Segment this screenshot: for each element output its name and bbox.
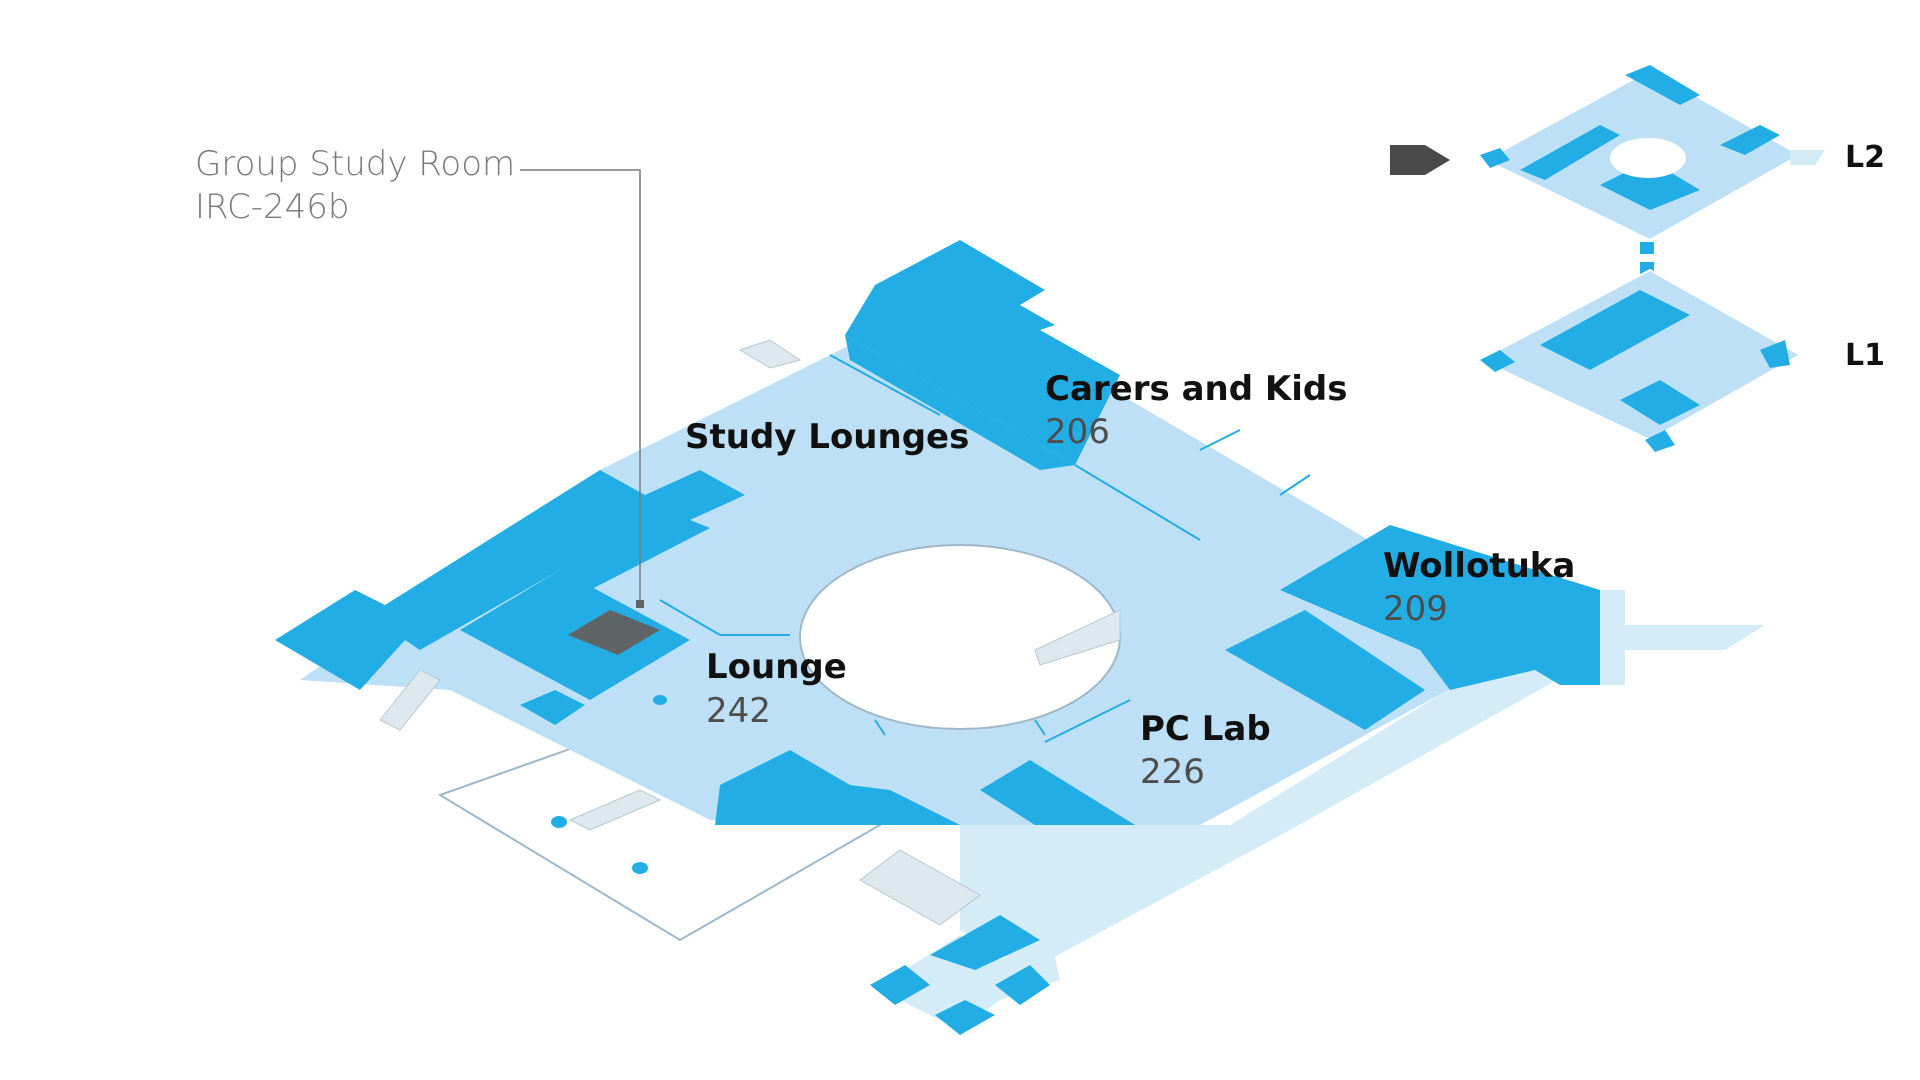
label-pc-lab: PC Lab [1140, 709, 1271, 749]
room-group-study-246b[interactable] [568, 610, 660, 655]
number-carers-and-kids: 206 [1045, 412, 1110, 452]
level-connector [1640, 242, 1654, 274]
number-lounge: 242 [706, 691, 771, 731]
number-pc-lab: 226 [1140, 752, 1205, 792]
label-carers-and-kids: Carers and Kids [1045, 369, 1347, 409]
level-selector: L2 L1 [1390, 65, 1885, 452]
current-level-arrow-icon [1390, 145, 1450, 175]
room-south-b[interactable] [980, 760, 1135, 825]
entrance-south [900, 935, 1060, 1030]
level-thumbnail-l1[interactable] [1477, 268, 1803, 452]
number-wollotuka: 209 [1383, 589, 1448, 629]
floor-plan-level-2 [275, 240, 1765, 1035]
room-south-entrance-a[interactable] [930, 915, 1040, 970]
walkway-east-cross [1600, 590, 1625, 685]
room-study-lounges-north[interactable] [845, 240, 1120, 465]
callout: Group Study Room IRC-246b [195, 144, 644, 608]
callout-room-id: IRC-246b [195, 187, 349, 227]
room-pc-lab-north[interactable] [1225, 610, 1425, 730]
room-wollotuka[interactable] [1280, 525, 1600, 690]
room-southwest-small[interactable] [520, 690, 585, 725]
callout-anchor-dot [636, 600, 644, 608]
room-labels: Study Lounges Carers and Kids 206 Wollot… [685, 369, 1575, 792]
walkway-east [1600, 625, 1765, 650]
callout-title: Group Study Room [195, 144, 515, 184]
level-button-l2[interactable]: L2 [1845, 140, 1885, 175]
room-west-block[interactable] [275, 470, 745, 690]
room-dividers [659, 354, 1311, 743]
label-wollotuka: Wollotuka [1383, 546, 1575, 586]
room-south-entrance-d[interactable] [935, 1000, 995, 1035]
label-lounge: Lounge [706, 647, 847, 687]
room-south-entrance-b[interactable] [870, 965, 930, 1005]
stairs-icon [379, 339, 1121, 926]
column-markers [551, 695, 667, 874]
level-button-l1[interactable]: L1 [1845, 338, 1885, 373]
label-study-lounges: Study Lounges [685, 417, 969, 457]
level-thumbnail-l2[interactable] [1480, 65, 1825, 242]
callout-leader-line [520, 169, 641, 605]
corridor-southeast [960, 620, 1610, 970]
room-carers-and-kids[interactable] [845, 335, 1075, 470]
room-south-a[interactable] [715, 750, 960, 825]
room-south-entrance-c[interactable] [995, 965, 1050, 1005]
